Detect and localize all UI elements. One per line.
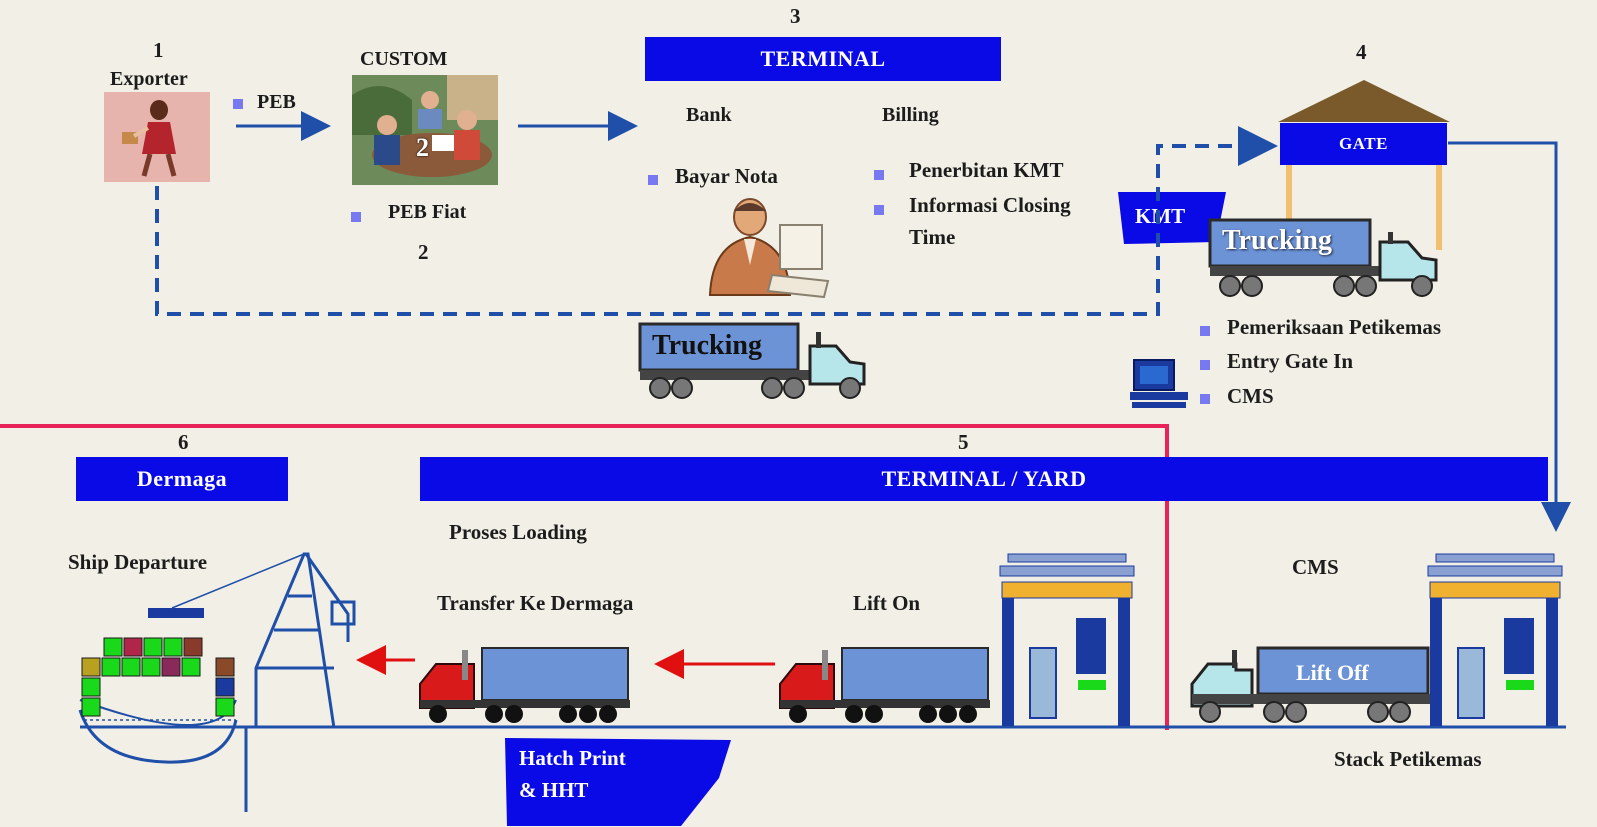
- terminal-header: TERMINAL: [645, 37, 1001, 81]
- billing-label: Billing: [882, 104, 939, 126]
- gate-structure: [1278, 80, 1450, 250]
- penerbitan-kmt-label: Penerbitan KMT: [909, 158, 1064, 182]
- hatch-print-line1: Hatch Print: [519, 746, 626, 770]
- computer-icon: [1130, 359, 1188, 408]
- bayar-nota-label: Bayar Nota: [675, 164, 778, 188]
- step-number-2: 2: [418, 240, 429, 264]
- ship-and-crane-icon: [78, 552, 356, 812]
- bayar-nota-bullet: [648, 172, 658, 190]
- middle-truck-icon: [638, 322, 866, 399]
- terminal-yard-header: TERMINAL / YARD: [420, 457, 1548, 501]
- dashed-trucking-route: [155, 126, 1278, 316]
- middle-truck-label: Trucking: [652, 330, 762, 361]
- custom-photo: 2: [352, 75, 498, 185]
- custom-label: CUSTOM: [360, 48, 448, 70]
- entry-gate-in-label: Entry Gate In: [1227, 349, 1353, 373]
- kmt-tag-label: KMT: [1135, 204, 1186, 228]
- exporter-label: Exporter: [110, 68, 188, 90]
- step-number-4: 4: [1356, 40, 1367, 64]
- gate-to-yard-arrow: [1448, 141, 1571, 532]
- exporter-woman-icon: [122, 100, 177, 177]
- transfer-red-truck-icon: [419, 647, 630, 723]
- meeting-photo-icon: [352, 75, 498, 185]
- hatch-print-tag-shape: [505, 738, 731, 826]
- gate-truck-label: Trucking: [1222, 225, 1332, 256]
- informasi-closing-label: Informasi Closing: [909, 193, 1071, 217]
- cms-bullet: [1200, 391, 1210, 409]
- ship-departure-label: Ship Departure: [68, 550, 208, 574]
- informasi-bullet: [874, 202, 884, 220]
- step-number-5: 5: [958, 430, 969, 454]
- lift-off-label: Lift Off: [1296, 660, 1369, 685]
- yard-cms-label: CMS: [1292, 555, 1339, 579]
- gate-truck-icon: [1208, 218, 1438, 297]
- stack-petikemas-label: Stack Petikemas: [1334, 747, 1482, 771]
- peb-label: PEB: [257, 91, 296, 113]
- gate-header: GATE: [1280, 123, 1447, 165]
- bank-label: Bank: [686, 104, 732, 126]
- step-number-1: 1: [153, 38, 164, 62]
- step-number-3: 3: [790, 4, 801, 28]
- gate-cms-label: CMS: [1227, 384, 1274, 408]
- pemeriksaan-petikemas-label: Pemeriksaan Petikemas: [1227, 315, 1442, 339]
- red-divider-line: [0, 424, 1169, 730]
- custom-photo-number: 2: [416, 133, 429, 162]
- proses-loading-label: Proses Loading: [449, 520, 587, 544]
- transfer-ke-dermaga-label: Transfer Ke Dermaga: [437, 591, 634, 615]
- kmt-tag-shape: [1118, 192, 1226, 244]
- closing-time-label: Time: [909, 225, 956, 249]
- step-number-6: 6: [178, 430, 189, 454]
- dermaga-header: Dermaga: [76, 457, 288, 501]
- lift-on-label: Lift On: [853, 591, 921, 615]
- gantry-crane-left-icon: [999, 553, 1135, 726]
- exporter-picture: [104, 92, 210, 182]
- peb-bullet: [233, 96, 243, 114]
- peb-fiat-bullet: [351, 209, 361, 227]
- liftoff-red-truck-icon: [779, 647, 990, 723]
- liftoff-truck-icon: [1190, 646, 1430, 723]
- penerbitan-bullet: [874, 167, 884, 185]
- clerk-at-computer-icon: [708, 198, 830, 299]
- gantry-crane-right-icon: [1427, 553, 1563, 726]
- pemeriksaan-bullet: [1200, 323, 1210, 341]
- peb-fiat-label: PEB Fiat: [388, 201, 467, 223]
- hatch-print-line2: & HHT: [519, 778, 589, 802]
- entry-gate-bullet: [1200, 357, 1210, 375]
